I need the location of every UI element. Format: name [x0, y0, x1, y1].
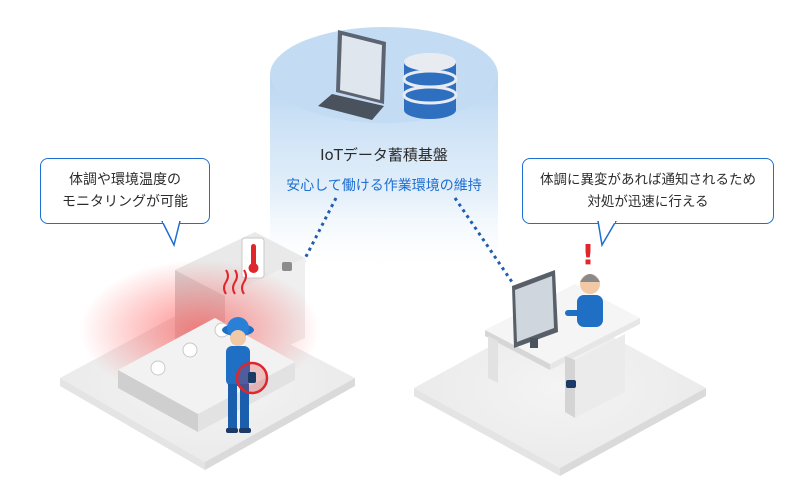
- alert-exclamation-icon: !: [582, 238, 595, 271]
- monitor-icon: [512, 270, 558, 348]
- left-callout-line1: 体調や環境温度の: [69, 172, 181, 188]
- right-callout-line1: 体調に異変があれば通知されるため: [540, 172, 756, 188]
- left-callout-bubble: 体調や環境温度の モニタリングが可能: [40, 158, 210, 224]
- right-connection-line: [453, 197, 514, 283]
- left-callout-line2: モニタリングが可能: [62, 194, 188, 210]
- right-callout-line2: 対処が迅速に行える: [587, 194, 709, 210]
- laptop-icon: [318, 30, 386, 120]
- right-callout-bubble: 体調に異変があれば通知されるため 対処が迅速に行える: [522, 158, 774, 224]
- platform-title: IoTデータ蓄積基盤: [320, 146, 448, 164]
- wearable-sensor-icon: [235, 361, 269, 395]
- office-floor: [414, 308, 706, 476]
- database-icon: [402, 53, 458, 119]
- heat-waves-icon: [223, 269, 247, 295]
- platform-subtitle: 安心して働ける作業環境の維持: [286, 178, 482, 194]
- thermometer-icon: [241, 237, 292, 279]
- left-callout-tail: [161, 221, 181, 247]
- operator-figure: [565, 274, 603, 388]
- right-callout-tail: [597, 221, 617, 247]
- worker-figure: [222, 317, 254, 433]
